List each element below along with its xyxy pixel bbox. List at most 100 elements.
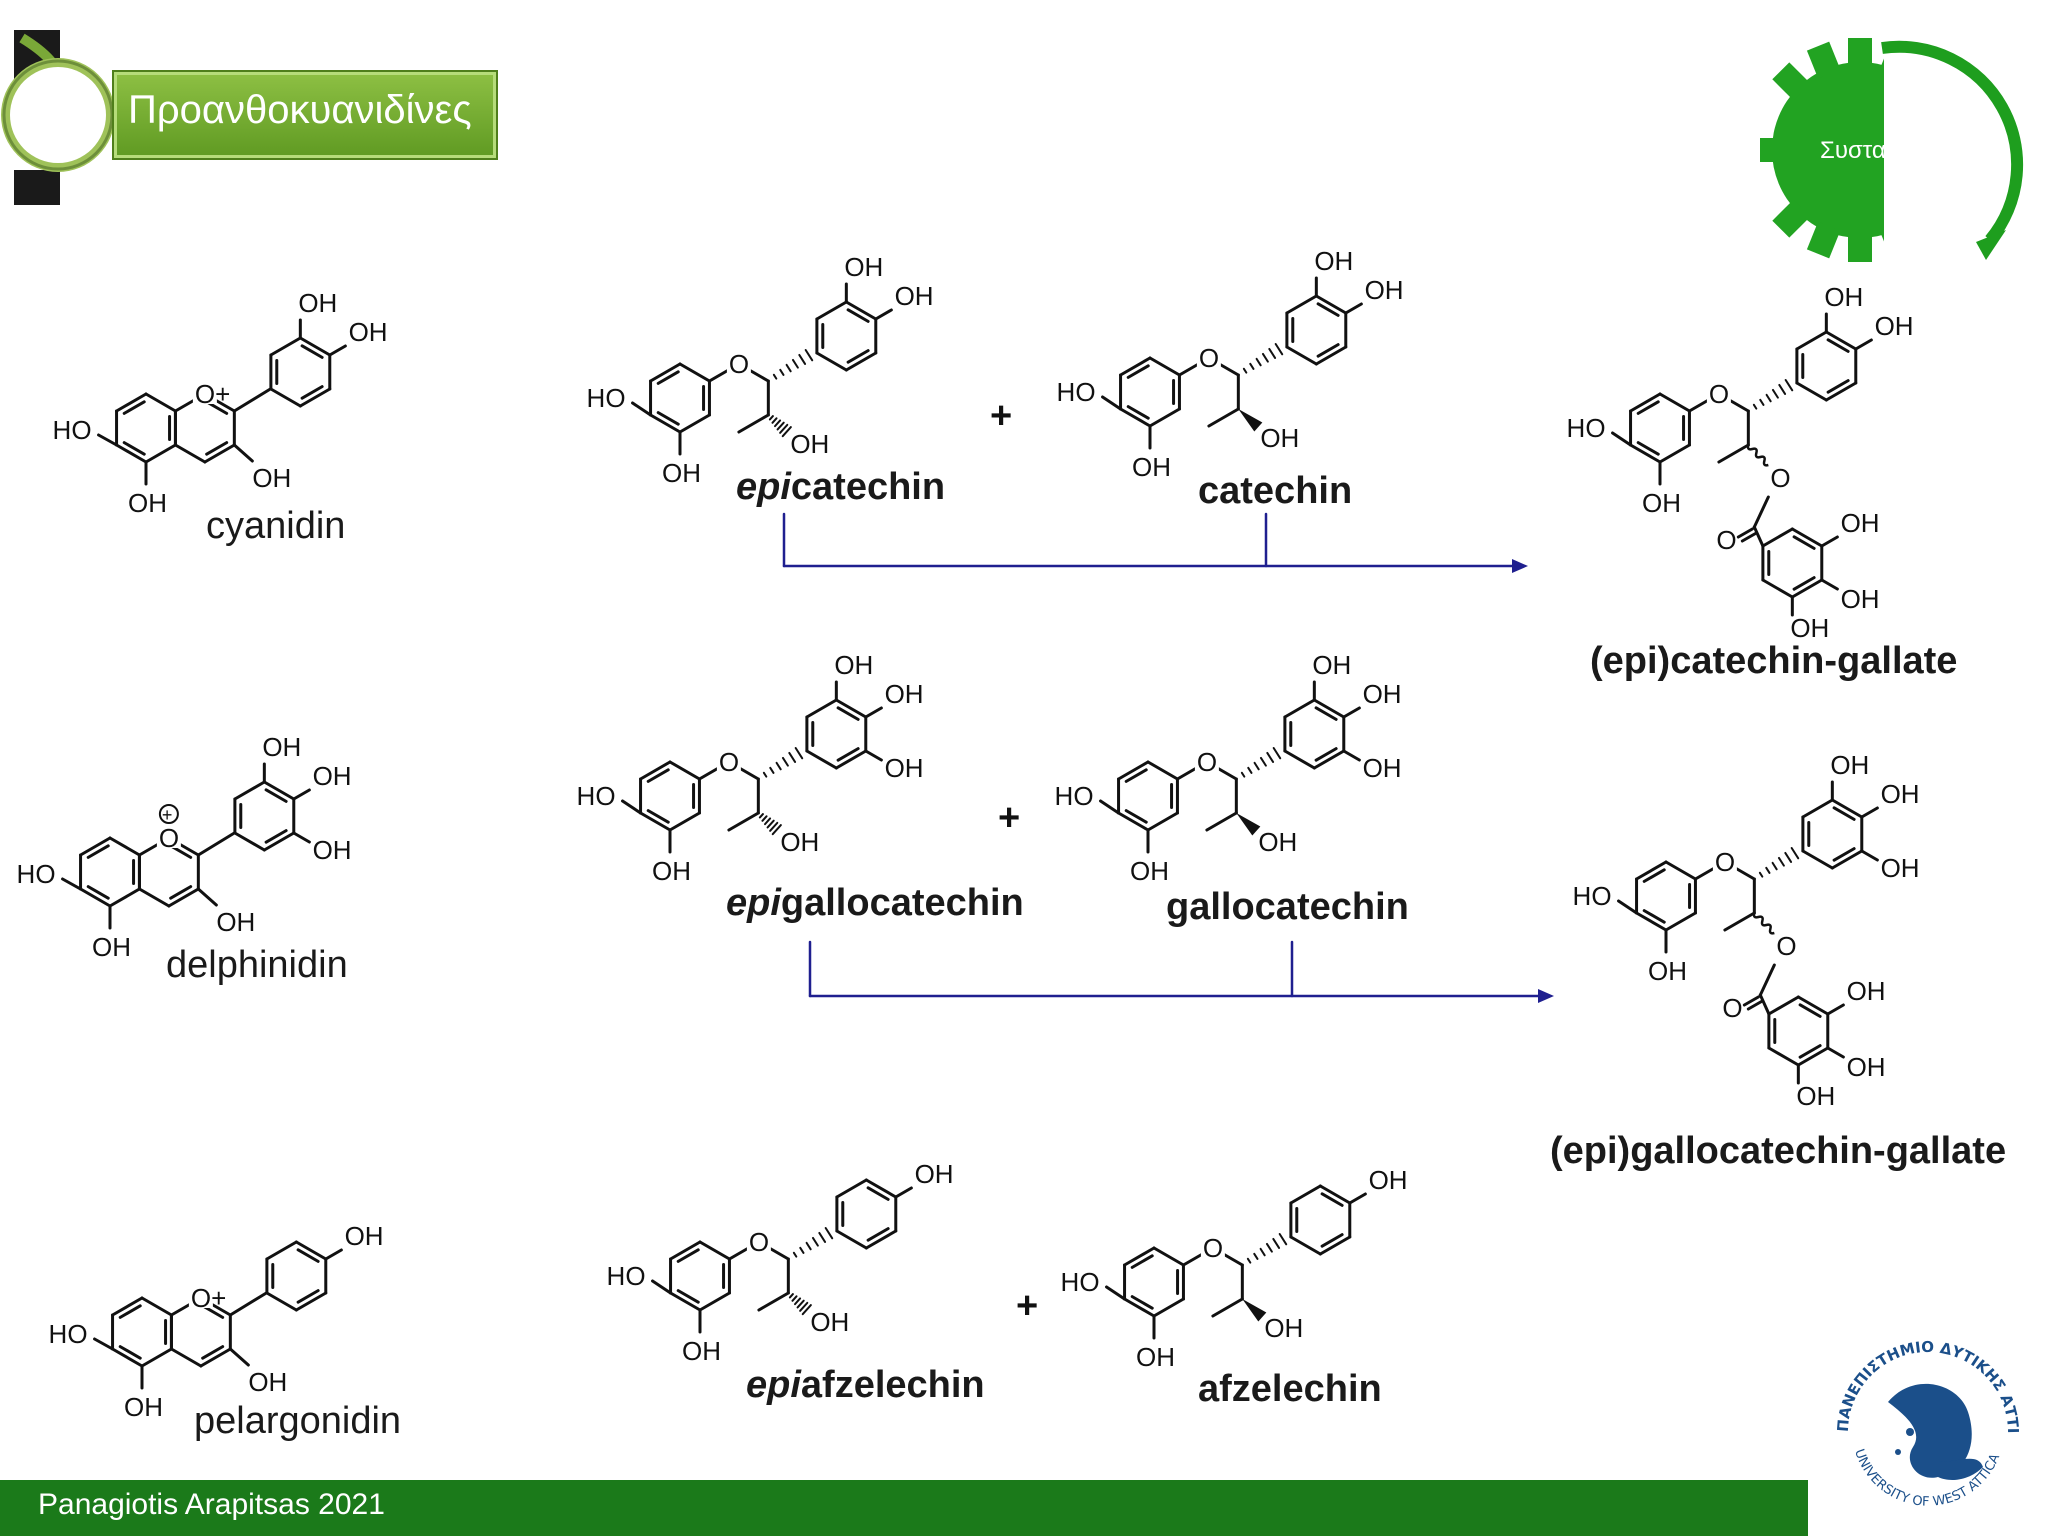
bond [1611,431,1633,447]
hydroxyl-oh: OH [124,1392,163,1422]
bond [298,336,332,357]
bond [1824,330,1858,351]
hydroxyl-oh: OH [1875,311,1914,341]
o-mask [1194,746,1219,772]
bond [300,344,324,359]
gear-label: Συστα [1820,137,1886,164]
hydroxyl-oh: OH [298,288,337,318]
bond [844,351,878,372]
bond [1152,1246,1185,1267]
bond [874,308,893,321]
bond [801,1304,812,1316]
bond [846,349,870,364]
bond [205,441,229,456]
wedge-bond [1238,409,1263,432]
bond [1240,771,1246,778]
bond [1342,706,1361,719]
bond [864,1229,898,1250]
bond [1723,911,1756,932]
bond [1268,347,1277,359]
hydroxyl-oh: OH [844,252,883,282]
bond [265,1291,298,1312]
ring-oxygen: O [1709,379,1729,409]
bond [262,780,296,801]
bond [108,887,141,908]
plus-sign: + [990,395,1012,437]
hydroxyl-oh: OH [895,281,934,311]
bond [646,768,670,783]
bond [621,799,643,815]
bond [296,1248,320,1263]
bond [649,413,682,434]
bond [834,698,868,719]
hydroxyl-oh: OH [128,488,167,518]
carbonyl-oxygen: O [1722,993,1742,1023]
bond [1635,860,1668,881]
bond [1259,756,1267,767]
hydroxyl-ho: HO [1061,1267,1100,1297]
bond [676,1289,700,1304]
hydroxyl-oh: OH [1130,856,1169,886]
hydroxyl-oh: OH [345,1221,384,1251]
hydroxyl-oh: OH [652,856,691,886]
bond [835,1178,868,1199]
hydroxyl-oh: OH [810,1307,849,1337]
bond [1246,1257,1252,1264]
bond [737,413,770,434]
bond [86,844,110,859]
oxonium-oxygen: O+ [191,1283,226,1313]
bond [1278,1232,1288,1246]
bond [1152,1297,1185,1318]
label-epiafzelechin-prefix: epi [746,1364,801,1406]
o-mask [1712,846,1737,872]
bond [122,400,146,415]
bond [1617,899,1639,915]
bond [1798,1044,1822,1059]
bond [265,1240,298,1261]
hydroxyl-ho: HO [1573,881,1612,911]
hydroxyl-oh: OH [885,679,924,709]
bond [1289,1235,1322,1256]
hydroxyl-oh: OH [1260,423,1299,453]
bond [1658,443,1691,464]
label-afzelechin: afzelechin [1198,1368,1382,1410]
hydroxyl-ho: HO [577,781,616,811]
bond [1784,851,1793,863]
bond [835,1229,868,1250]
label-epicatechin-rest: catechin [790,466,946,508]
bond [864,1178,898,1199]
bond [173,443,207,464]
o-mask [156,822,181,848]
bond [792,1251,798,1258]
hydroxyl-oh: OH [252,463,291,493]
hydroxyl-oh: OH [1365,275,1404,305]
bond [1283,698,1316,719]
bond [698,1240,731,1261]
hydroxyl-oh: OH [1312,650,1351,680]
bond [776,421,785,431]
bond [1101,395,1123,411]
bond [1758,993,1771,1016]
reaction-arrow-gallocatechins [808,940,1554,1003]
bond [1771,388,1779,399]
bond [768,415,774,421]
gear-icon [1760,38,2024,270]
bond [233,780,266,801]
bond [1717,443,1750,464]
bond [1123,1246,1156,1267]
hydroxyl-oh: OH [313,835,352,865]
bond [269,387,302,408]
bond [1765,866,1771,874]
bond [61,877,83,891]
bond [1636,441,1660,456]
bond [1832,847,1856,862]
bond [698,1291,731,1312]
bond [646,809,670,824]
bond [1758,963,1776,997]
bond [1283,749,1316,770]
bond [774,419,782,428]
bond [1826,1003,1845,1016]
